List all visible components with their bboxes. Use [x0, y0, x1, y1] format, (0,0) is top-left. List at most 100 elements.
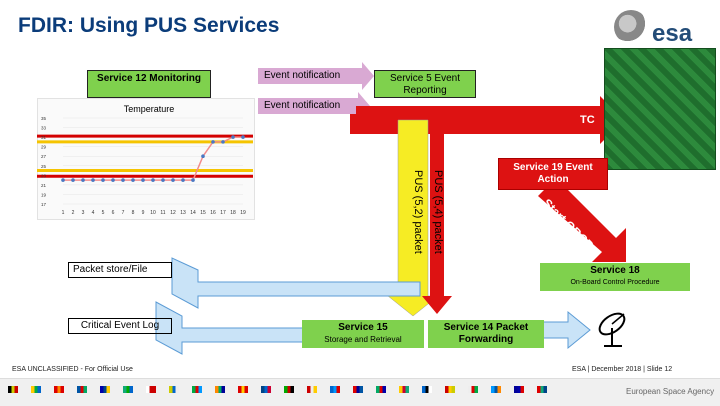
temperature-point: [151, 178, 155, 182]
x-tick-label: 2: [72, 210, 75, 216]
x-tick-label: 13: [180, 210, 186, 216]
service15-sub: Storage and Retrieval: [324, 335, 402, 344]
x-tick-label: 7: [122, 210, 125, 216]
service19-box: Service 19 Event Action: [498, 158, 608, 190]
y-tick-label: 29: [41, 145, 47, 150]
service5-box: Service 5 Event Reporting: [374, 70, 476, 98]
x-tick-label: 9: [142, 210, 145, 216]
agency-name: European Space Agency: [626, 387, 715, 396]
flag-icon: [192, 386, 202, 393]
chart-title: Temperature: [124, 104, 175, 114]
flag-icon: [169, 386, 179, 393]
temperature-point: [101, 178, 105, 182]
flag-icon: [238, 386, 248, 393]
temperature-point: [201, 154, 205, 159]
flag-icon: [31, 386, 41, 393]
flag-icon: [445, 386, 455, 393]
satellite-dish-icon: [598, 312, 626, 347]
esa-globe-icon: [614, 10, 648, 44]
flag-icon: [123, 386, 133, 393]
classification-label: ESA UNCLASSIFIED - For Official Use: [12, 366, 133, 373]
y-tick-label: 27: [41, 154, 47, 159]
y-tick-label: 21: [41, 183, 47, 188]
esa-logo: esa: [652, 20, 693, 47]
service14-box: Service 14 Packet Forwarding: [428, 320, 544, 348]
x-tick-label: 12: [170, 210, 176, 216]
event-notification-label-2: Event notification: [260, 100, 356, 114]
y-tick-label: 25: [41, 164, 47, 169]
flag-icon: [376, 386, 386, 393]
flag-icon: [468, 386, 478, 393]
to-packet-store-arrow: [171, 257, 421, 309]
temperature-point: [91, 178, 95, 182]
service15-box: Service 15 Storage and Retrieval: [302, 320, 424, 348]
temperature-point: [71, 178, 75, 182]
x-tick-label: 11: [160, 210, 165, 216]
x-tick-label: 6: [112, 210, 115, 216]
temperature-point: [191, 178, 195, 182]
y-tick-label: 17: [41, 202, 47, 207]
temperature-point: [61, 178, 65, 182]
service12-box: Service 12 Monitoring: [87, 70, 211, 98]
temperature-point: [81, 178, 85, 182]
flag-icon: [215, 386, 225, 393]
x-tick-label: 4: [92, 210, 95, 216]
x-tick-label: 14: [190, 210, 196, 216]
flag-icon: [422, 386, 432, 393]
x-tick-label: 3: [82, 210, 85, 216]
x-tick-label: 5: [102, 210, 105, 216]
temperature-point: [211, 140, 215, 144]
x-tick-label: 19: [240, 210, 246, 216]
temperature-point: [121, 178, 125, 182]
flag-icon: [261, 386, 271, 393]
chart-panel: [37, 98, 255, 220]
flag-icon: [77, 386, 87, 393]
event-notification-label-1: Event notification: [260, 70, 358, 84]
flag-icon: [537, 386, 547, 393]
flag-icon: [146, 386, 156, 393]
service18-box: Service 18 On-Board Control Procedure: [540, 263, 690, 291]
flag-icon: [353, 386, 363, 393]
temperature-point: [241, 135, 245, 139]
x-tick-label: 17: [220, 210, 226, 216]
flag-icon: [399, 386, 409, 393]
y-tick-label: 33: [41, 126, 47, 131]
temperature-point: [231, 135, 235, 139]
page-title: FDIR: Using PUS Services: [18, 14, 280, 37]
x-tick-label: 18: [230, 210, 236, 216]
slide-info: ESA | December 2018 | Slide 12: [572, 366, 673, 373]
x-tick-label: 15: [200, 210, 206, 216]
temperature-point: [161, 178, 165, 182]
flag-icon: [514, 386, 524, 393]
temperature-point: [221, 140, 225, 144]
temperature-point: [111, 178, 115, 182]
flag-icon: [307, 386, 317, 393]
packet-store-box: Packet store/File: [68, 262, 172, 278]
y-tick-label: 31: [41, 135, 47, 140]
x-tick-label: 8: [132, 210, 135, 216]
temperature-point: [131, 178, 135, 182]
y-tick-label: 23: [41, 173, 47, 178]
y-tick-label: 19: [41, 192, 47, 197]
critical-event-log-box: Critical Event Log: [68, 318, 172, 334]
pus52-label: PUS (5,2) packet: [412, 170, 424, 254]
x-tick-label: 1: [62, 210, 65, 216]
circuit-board-image: [604, 48, 716, 170]
start-obcp-arrow: [538, 178, 626, 262]
x-tick-label: 16: [210, 210, 216, 216]
flag-icon: [8, 386, 18, 393]
pus54-arrow: [422, 118, 452, 314]
temperature-point: [141, 178, 145, 182]
flag-icon: [491, 386, 501, 393]
tc-label: TC: [580, 114, 595, 126]
flag-icon: [54, 386, 64, 393]
flag-icon: [100, 386, 110, 393]
x-tick-label: 10: [150, 210, 156, 216]
pus54-label: PUS (5,4) packet: [432, 170, 444, 254]
temperature-point: [171, 178, 175, 182]
flag-icon: [330, 386, 340, 393]
service18-sub: On-Board Control Procedure: [570, 279, 660, 286]
temperature-point: [181, 178, 185, 182]
flag-icon: [284, 386, 294, 393]
